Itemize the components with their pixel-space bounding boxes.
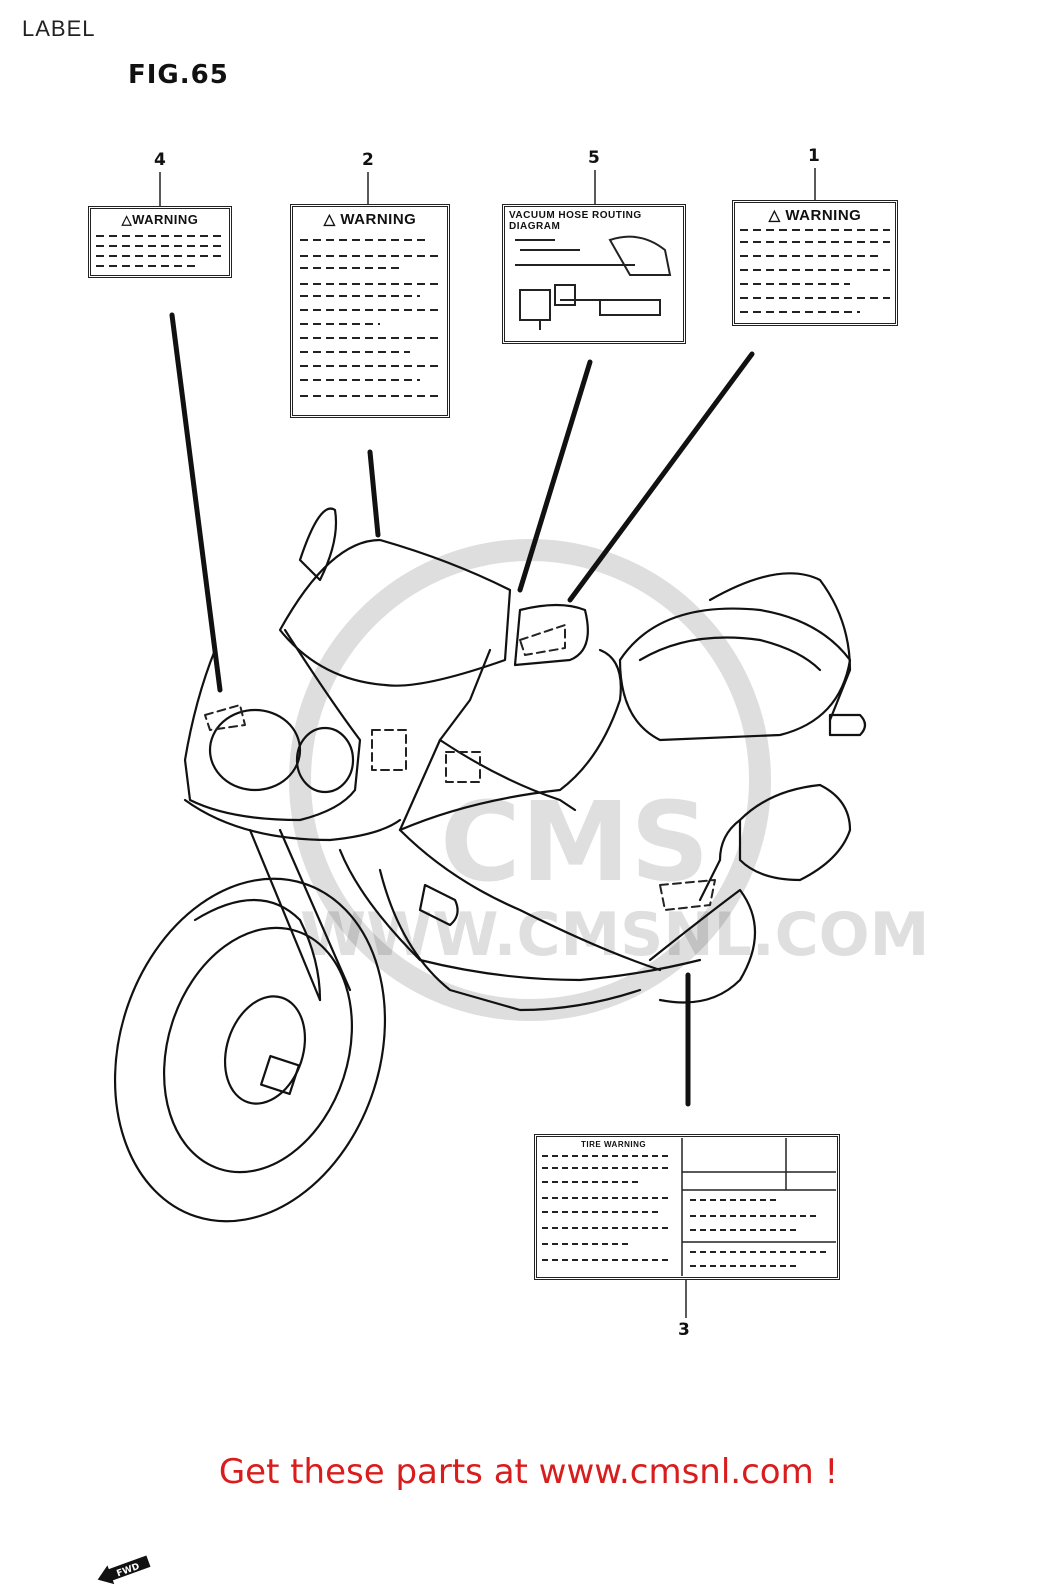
- figure-number: FIG.65: [128, 60, 229, 90]
- watermark-logo: CMS: [440, 778, 709, 906]
- label-title: WARNING: [340, 211, 417, 228]
- callout-number-3: 3: [678, 1320, 690, 1340]
- pointer-lines: [169, 312, 755, 1107]
- callout-leaders: [159, 168, 816, 1318]
- label-1-text-lines: [740, 229, 890, 313]
- label-5-hose-diagram: [515, 235, 672, 330]
- label-3-table: [681, 1138, 836, 1276]
- label-title: VACUUM HOSE ROUTING DIAGRAM: [509, 210, 642, 232]
- label-title: TIRE WARNING: [581, 1140, 647, 1149]
- watermark-text: WWW.CMSNL.COM: [300, 900, 929, 970]
- warning-label-1: △ WARNING: [732, 200, 898, 326]
- callout-number-5: 5: [588, 148, 600, 168]
- label-title: WARNING: [132, 212, 199, 227]
- warning-triangle-icon: △: [121, 212, 133, 227]
- callout-number-1: 1: [808, 146, 820, 166]
- fwd-indicator: FWD: [97, 1555, 151, 1585]
- callout-number-2: 2: [362, 150, 374, 170]
- fwd-text: FWD: [115, 1562, 141, 1579]
- label-title: WARNING: [785, 207, 862, 224]
- warning-triangle-icon: △: [768, 207, 786, 224]
- label-4-text-lines: [96, 235, 224, 267]
- label-2-text-lines: [300, 239, 440, 397]
- motorcycle-diagram: WWW.CMSNL.COM CMS: [96, 168, 929, 1318]
- label-3-text-lines: [542, 1155, 830, 1267]
- motorcycle-outline: [113, 507, 867, 1223]
- tire-warning-label-3: TIRE WARNING: [534, 1134, 840, 1280]
- warning-triangle-icon: △: [323, 211, 341, 228]
- page-title: LABEL: [22, 16, 96, 41]
- callout-number-4: 4: [154, 150, 166, 170]
- get-parts-link[interactable]: Get these parts at www.cmsnl.com !: [218, 1452, 839, 1492]
